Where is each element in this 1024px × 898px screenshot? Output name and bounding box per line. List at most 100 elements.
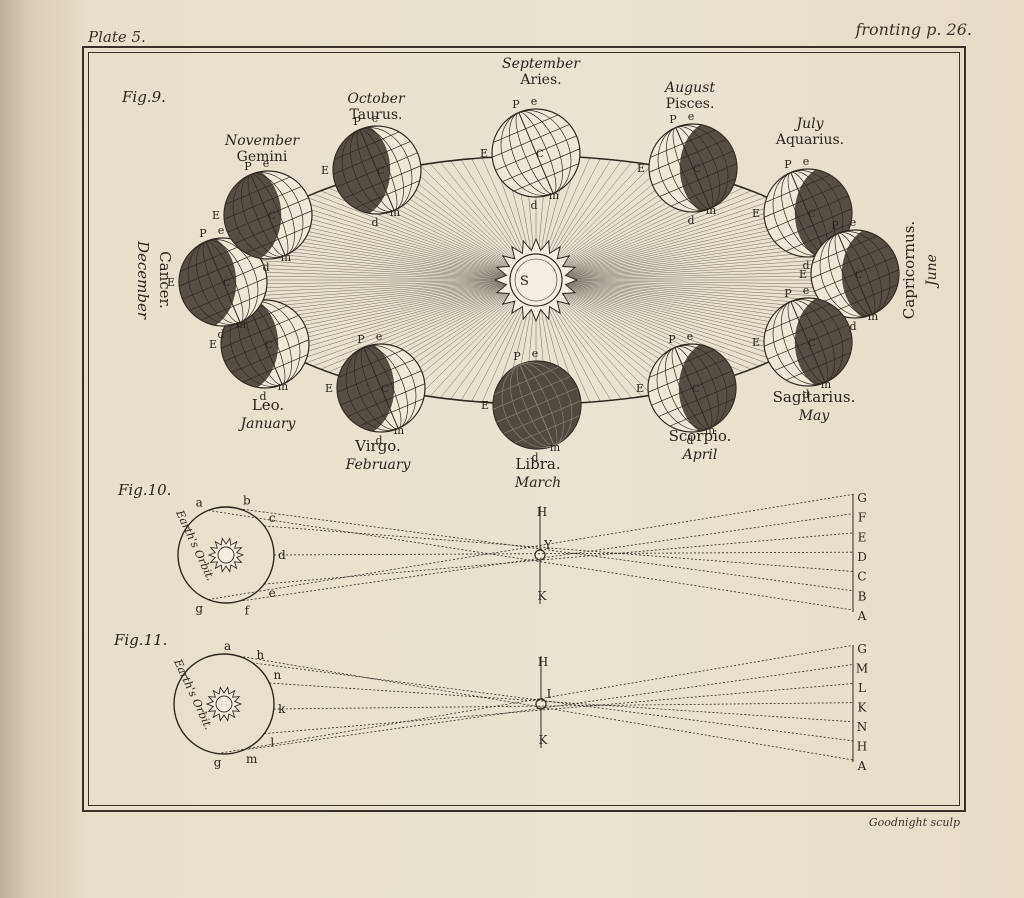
plate-border bbox=[82, 46, 966, 812]
small-sun-disc bbox=[217, 546, 235, 564]
screen-letter: F bbox=[858, 511, 866, 525]
letter-C: C bbox=[536, 149, 544, 160]
sign-label: Pisces. bbox=[666, 96, 715, 112]
sun-ray bbox=[535, 262, 843, 281]
sun-ray bbox=[273, 214, 537, 281]
letter-e: e bbox=[531, 95, 538, 108]
screen-letter: L bbox=[858, 681, 866, 695]
sun-ray bbox=[229, 262, 537, 281]
letter-E: E bbox=[799, 268, 807, 281]
letter-d: d bbox=[217, 328, 224, 341]
sun-ray bbox=[285, 279, 537, 354]
plate-number: Plate 5. bbox=[88, 28, 146, 46]
letter-e: e bbox=[687, 330, 694, 343]
globe-graticule bbox=[179, 239, 267, 325]
globe-graticule bbox=[648, 345, 736, 431]
small-sun-icon bbox=[205, 686, 243, 722]
letter-e: e bbox=[688, 110, 695, 123]
fig9-label: Fig.9. bbox=[121, 88, 166, 106]
screen-letter: M bbox=[856, 662, 868, 676]
letter-C: C bbox=[377, 166, 385, 177]
axis bbox=[674, 347, 710, 429]
letter-e: e bbox=[850, 216, 857, 229]
letter-C: C bbox=[692, 384, 700, 395]
sun-ray bbox=[226, 275, 537, 281]
letter-E: E bbox=[481, 399, 489, 412]
globe-graticule bbox=[492, 110, 580, 196]
sun-ray bbox=[535, 279, 846, 285]
sun-ray bbox=[278, 279, 537, 350]
sun-ray bbox=[535, 225, 815, 281]
fig10-label: Fig.10. bbox=[117, 481, 171, 499]
sun-ray bbox=[232, 279, 537, 307]
sun-ray bbox=[226, 271, 537, 281]
sun-ray bbox=[278, 210, 537, 281]
sun-ray bbox=[535, 275, 846, 281]
axis bbox=[247, 303, 283, 385]
orbit-letter: m bbox=[246, 752, 258, 766]
screen-letter: K bbox=[858, 701, 868, 715]
axis bbox=[675, 127, 711, 209]
axis bbox=[363, 347, 399, 429]
pole-letter: P bbox=[357, 333, 365, 346]
orbit-letter: k bbox=[278, 702, 286, 716]
sun-ray bbox=[535, 221, 810, 281]
sun-ray bbox=[267, 217, 537, 281]
sun-ray bbox=[226, 279, 537, 289]
letter-e: e bbox=[218, 224, 225, 237]
sign-label: Capricornus. bbox=[900, 221, 918, 319]
letter-C: C bbox=[381, 384, 389, 395]
letter-m: m bbox=[278, 380, 289, 393]
orbit-letter: d bbox=[278, 548, 286, 562]
screen-letter: E bbox=[858, 530, 867, 544]
sun-ray bbox=[535, 279, 810, 339]
month-label: August bbox=[663, 80, 715, 96]
sight-line bbox=[264, 532, 854, 585]
sun-ray bbox=[535, 279, 845, 294]
axis-letter-mid: Y bbox=[543, 538, 553, 552]
letter-C: C bbox=[223, 278, 231, 289]
month-label: February bbox=[345, 457, 412, 473]
sun-ray bbox=[535, 258, 842, 281]
screen-letter: N bbox=[857, 720, 868, 734]
orbit-letter: f bbox=[245, 603, 251, 617]
axis-letter-top: H bbox=[537, 505, 547, 519]
letter-C: C bbox=[855, 270, 863, 281]
screen-letter: G bbox=[857, 642, 867, 656]
sun-ray bbox=[227, 279, 537, 294]
letter-m: m bbox=[390, 206, 401, 219]
sun-ray bbox=[227, 266, 537, 281]
sun-ray bbox=[535, 279, 846, 289]
month-label: July bbox=[793, 116, 824, 132]
sun-ray bbox=[230, 258, 537, 281]
sun-ray bbox=[535, 193, 760, 281]
sun-ray bbox=[535, 279, 843, 298]
sight-line bbox=[243, 664, 854, 751]
sign-label: Taurus. bbox=[350, 107, 403, 123]
month-label: October bbox=[347, 91, 406, 107]
sun-icon: S bbox=[493, 237, 579, 323]
sun-ray bbox=[312, 193, 537, 281]
sun-ray bbox=[535, 279, 794, 350]
sight-line bbox=[208, 510, 854, 611]
sun-ray bbox=[298, 200, 537, 281]
axis bbox=[205, 241, 241, 323]
orbit-letter: e bbox=[269, 586, 276, 600]
axis bbox=[790, 301, 826, 383]
pole-letter: P bbox=[513, 350, 521, 363]
globe-graticule bbox=[333, 127, 421, 213]
sun-ray bbox=[232, 253, 537, 281]
month-label: November bbox=[224, 133, 300, 149]
axis bbox=[790, 172, 826, 254]
sun-ray bbox=[535, 279, 774, 360]
sun-ray bbox=[535, 271, 846, 281]
pole-letter: P bbox=[668, 333, 676, 346]
letter-d: d bbox=[259, 390, 266, 403]
month-label: September bbox=[502, 56, 581, 72]
sun-ray bbox=[305, 196, 537, 281]
letter-C: C bbox=[265, 340, 273, 351]
